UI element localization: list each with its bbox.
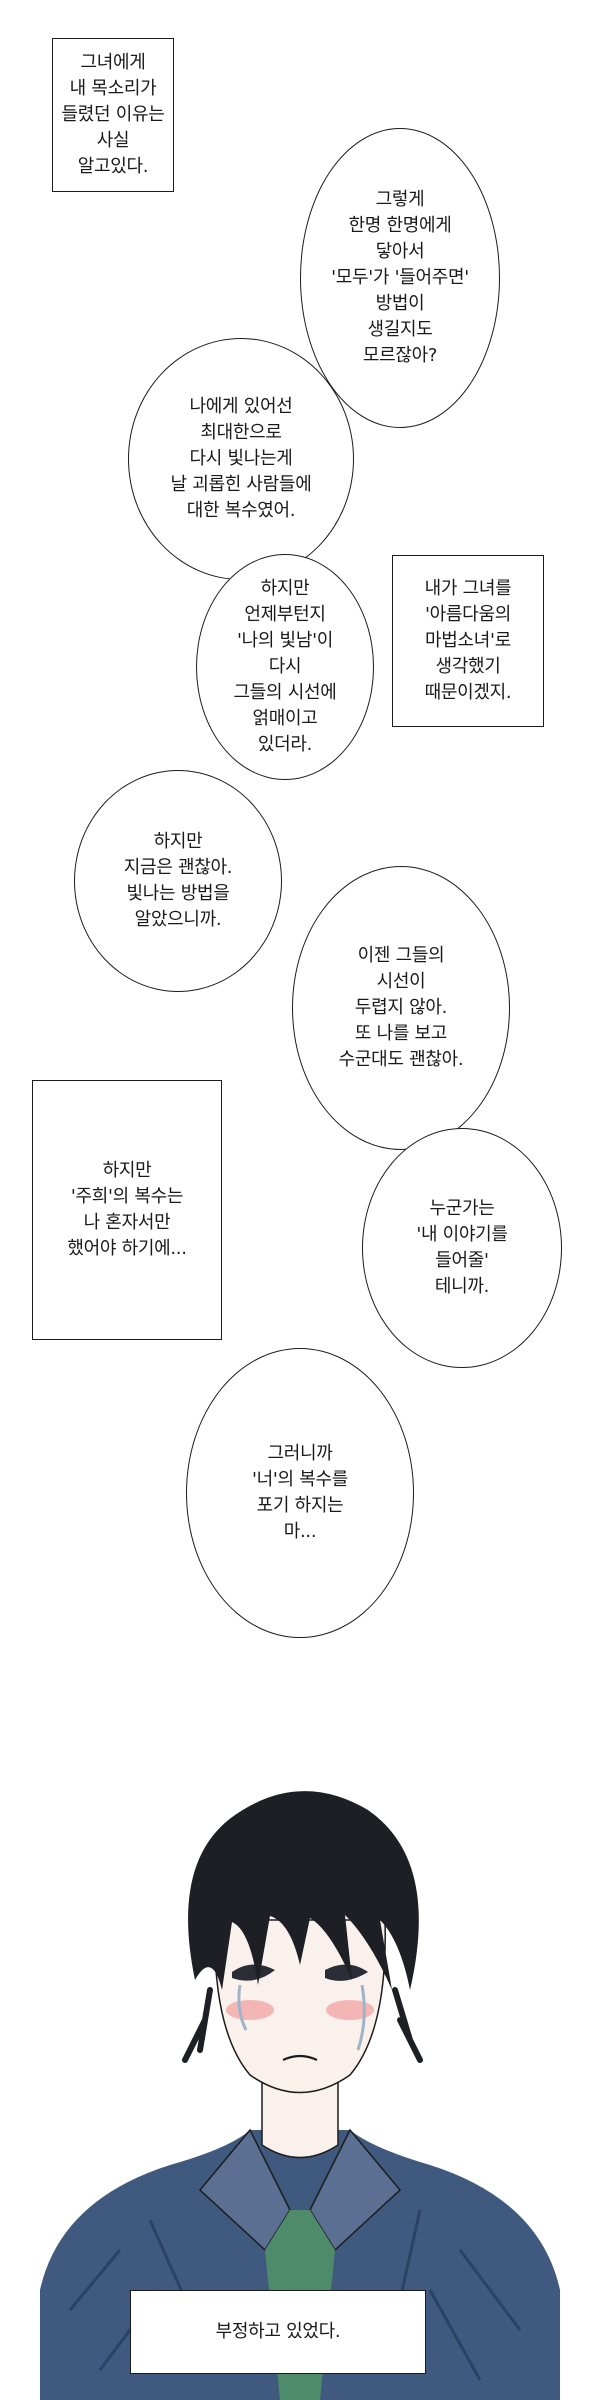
speech-bubble-3: 하지만 언제부턴지 '나의 빛남'이 다시 그들의 시선에 얽매이고 있더라. [196,554,374,780]
blush-right [326,2000,374,2020]
eye-right [325,1964,368,1981]
caption-text: 부정하고 있었다. [215,2321,341,2342]
hair-strands [182,1987,423,2063]
mouth [282,2054,318,2062]
speech-bubble-7: 그러니까 '너'의 복수를 포기 하지는 마... [186,1348,414,1638]
eye-left [232,1964,275,1981]
caption-box-3: 하지만 '주희'의 복수는 나 혼자서만 했어야 하기에... [32,1080,222,1340]
tear-right [356,1984,366,2051]
caption-text: 내가 그녀를 '아름다움의 마법소녀'로 생각했기 때문이겠지. [424,578,512,703]
speech-text: 이젠 그들의 시선이 두렵지 않아. 또 나를 보고 수군대도 괜찮아. [338,945,464,1070]
speech-text: 누군가는 '내 이야기를 들어줄' 테니까. [416,1198,508,1297]
hair [188,1791,419,1990]
speech-text: 하지만 지금은 괜찮아. 빛나는 방법을 알았으니까. [123,831,233,930]
caption-box-1: 그녀에게 내 목소리가 들렸던 이유는 사실 알고있다. [52,38,174,192]
speech-text: 나에게 있어선 최대한으로 다시 빛나는게 날 괴롭힌 사람들에 대한 복수였어… [170,396,312,521]
speech-bubble-6: 누군가는 '내 이야기를 들어줄' 테니까. [362,1128,562,1368]
speech-bubble-1: 그렇게 한명 한명에게 닿아서 '모두'가 '들어주면' 방법이 생길지도 모르… [300,128,500,428]
speech-bubble-2: 나에게 있어선 최대한으로 다시 빛나는게 날 괴롭힌 사람들에 대한 복수였어… [128,338,354,580]
tear-left [237,1984,248,2031]
speech-text: 하지만 언제부턴지 '나의 빛남'이 다시 그들의 시선에 얽매이고 있더라. [233,578,337,755]
speech-bubble-4: 하지만 지금은 괜찮아. 빛나는 방법을 알았으니까. [74,770,282,992]
speech-text: 그렇게 한명 한명에게 닿아서 '모두'가 '들어주면' 방법이 생길지도 모르… [331,189,469,366]
speech-bubble-5: 이젠 그들의 시선이 두렵지 않아. 또 나를 보고 수군대도 괜찮아. [292,866,510,1150]
caption-text: 그녀에게 내 목소리가 들렸던 이유는 사실 알고있다. [61,52,165,177]
caption-box-4: 부정하고 있었다. [130,2290,426,2374]
blush-left [226,2000,274,2020]
neck [261,2069,339,2159]
caption-box-2: 내가 그녀를 '아름다움의 마법소녀'로 생각했기 때문이겠지. [392,555,544,727]
speech-text: 그러니까 '너'의 복수를 포기 하지는 마... [251,1443,349,1542]
caption-text: 하지만 '주희'의 복수는 나 혼자서만 했어야 하기에... [67,1160,187,1259]
